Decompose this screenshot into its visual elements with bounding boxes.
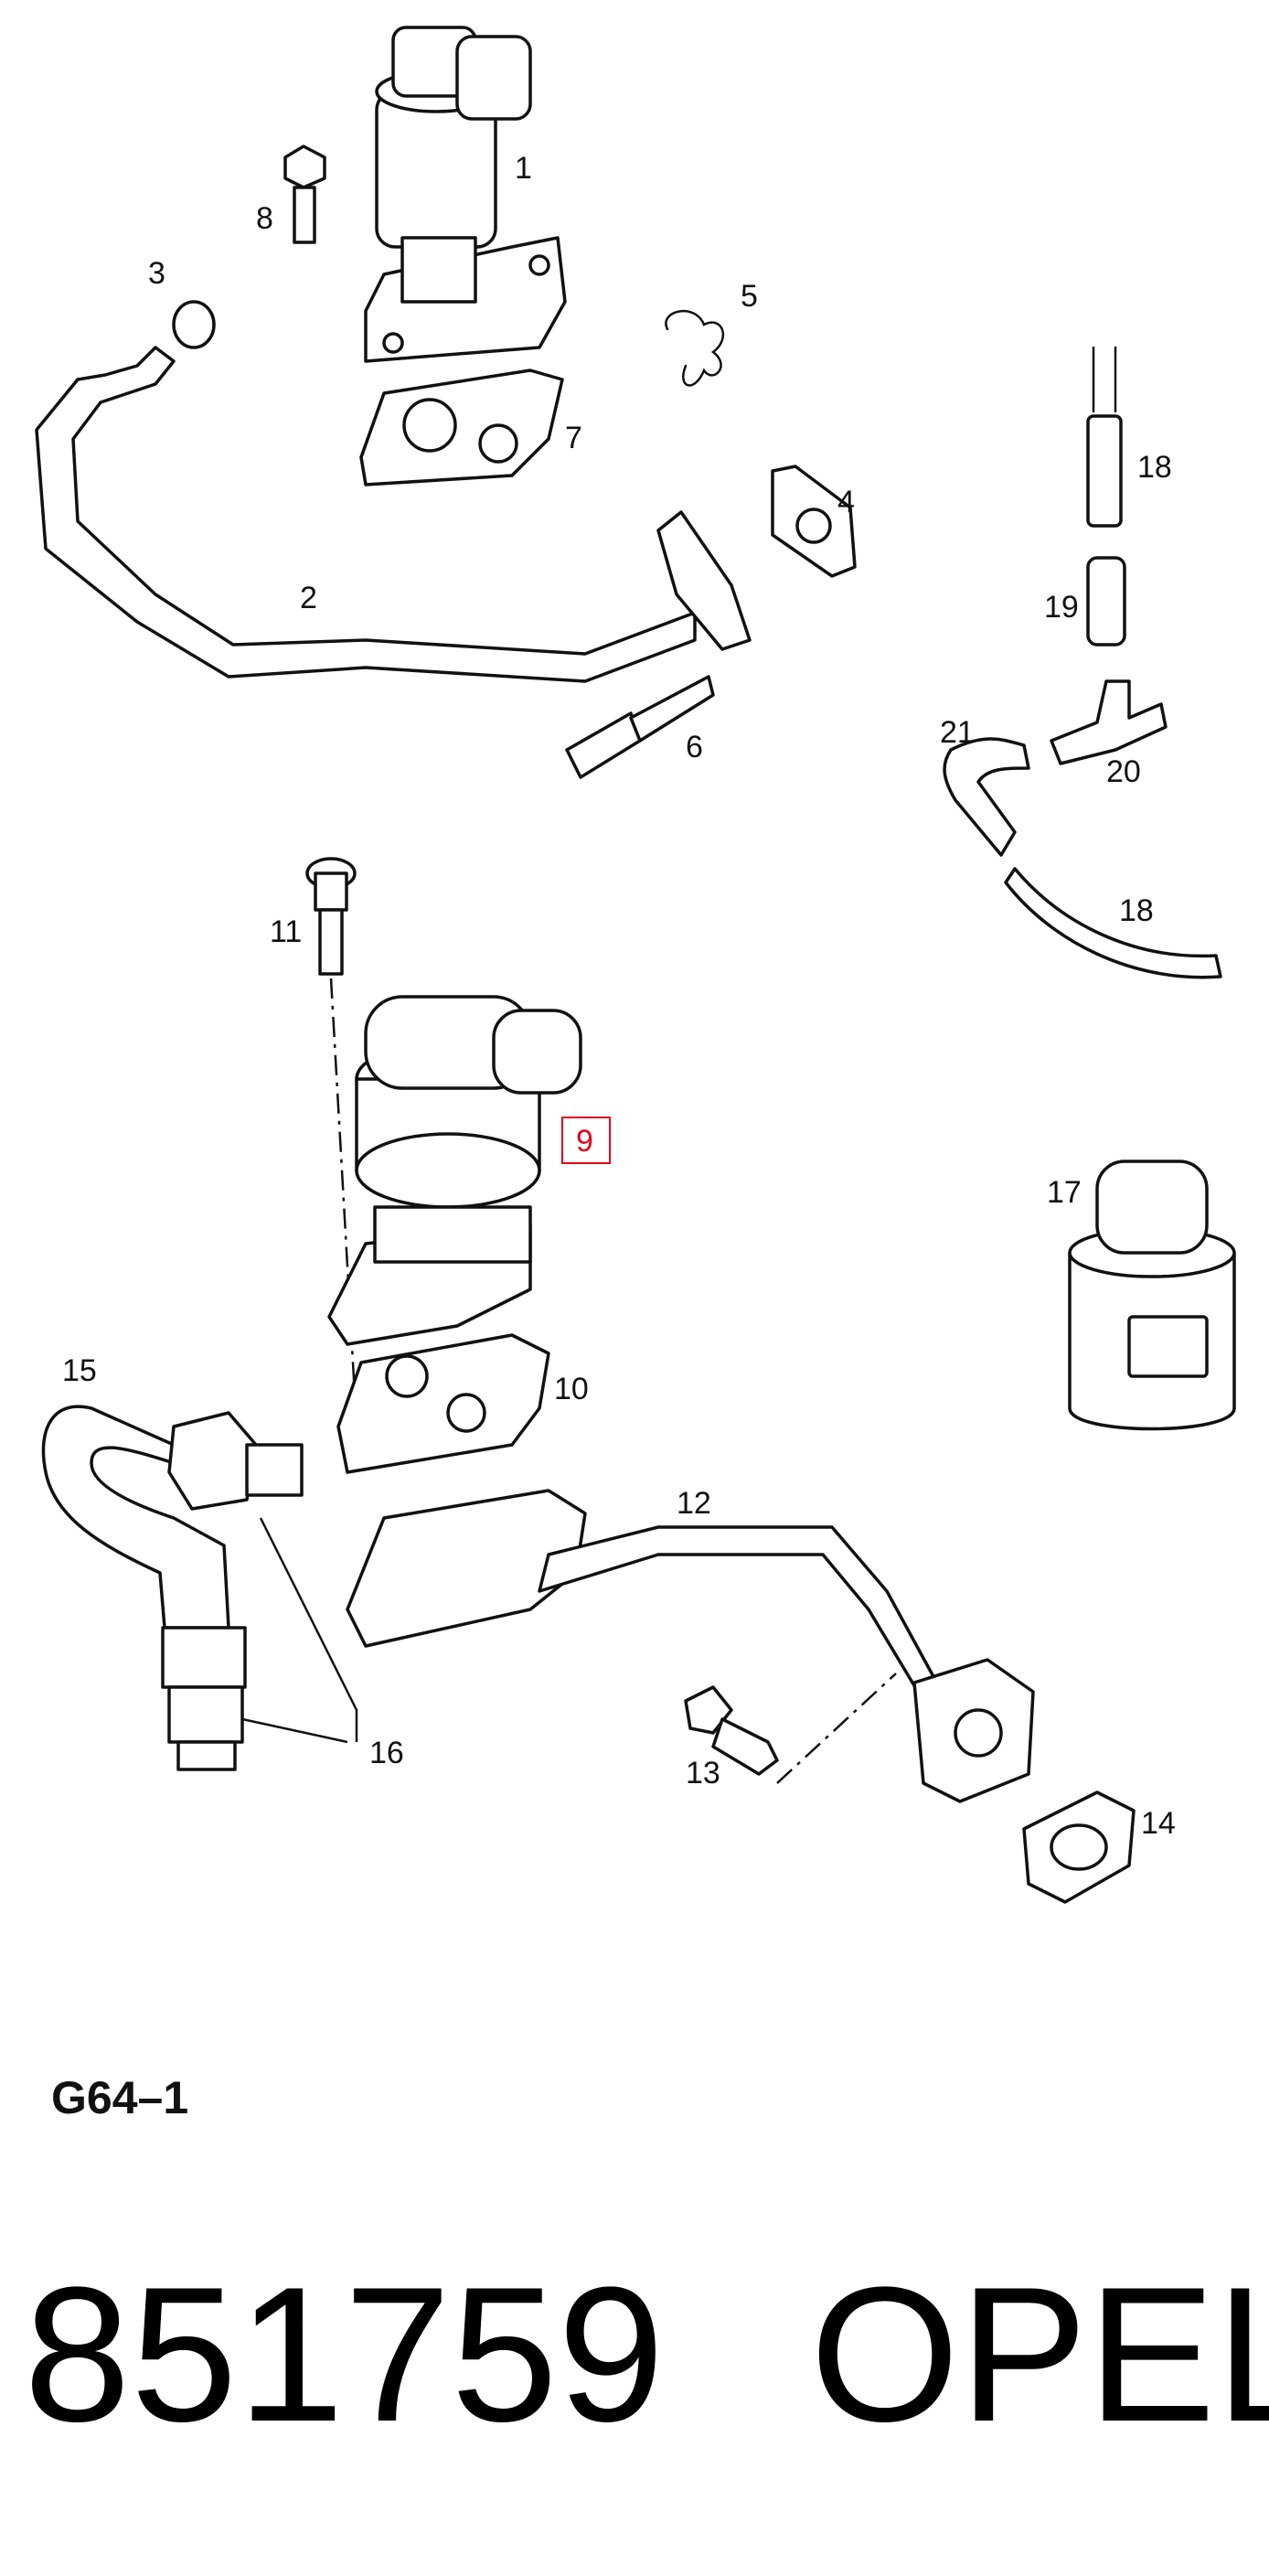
callout-8: 8	[256, 201, 273, 236]
part-egr-valve-top	[364, 26, 567, 363]
callout-18-bottom: 18	[1119, 893, 1154, 928]
part-fitting-16-upper	[167, 1411, 304, 1511]
callout-15: 15	[62, 1353, 97, 1388]
part-bolt-8	[283, 144, 326, 244]
callout-6: 6	[686, 730, 703, 764]
leader-dashed-13	[776, 1673, 897, 1784]
figure-code: G64–1	[51, 2072, 189, 2123]
part-egr-valve-9	[327, 995, 582, 1346]
part-t-connector-20	[1050, 679, 1168, 765]
part-gasket-14	[1022, 1790, 1136, 1904]
callout-19: 19	[1044, 590, 1079, 625]
part-number: 851759	[24, 2247, 665, 2462]
part-fitting-16-lower	[161, 1626, 247, 1771]
part-gasket-4	[771, 465, 857, 578]
callout-5: 5	[741, 279, 758, 314]
callout-12: 12	[677, 1486, 711, 1521]
callout-9: 9	[576, 1124, 593, 1159]
part-clip-5	[665, 309, 724, 387]
callout-13: 13	[686, 1756, 720, 1790]
part-gasket-10	[336, 1333, 550, 1474]
part-hose-18-top	[1086, 346, 1123, 528]
part-gasket-7	[359, 369, 564, 486]
callout-16: 16	[369, 1736, 404, 1770]
callout-11: 11	[270, 914, 302, 949]
part-bolt-13	[684, 1685, 779, 1776]
part-hose-18-bottom	[1004, 867, 1222, 979]
callout-17: 17	[1047, 1175, 1082, 1210]
part-elbow-hose-21	[943, 737, 1030, 857]
part-bottle-17	[1068, 1160, 1236, 1431]
callout-21: 21	[940, 715, 975, 750]
callout-14: 14	[1141, 1806, 1176, 1841]
brand-name: OPEL	[810, 2247, 1269, 2462]
part-o-ring-3	[172, 300, 216, 349]
callout-3: 3	[148, 256, 165, 291]
part-bolt-11	[305, 857, 357, 976]
callout-2: 2	[300, 581, 317, 615]
callout-7: 7	[565, 421, 582, 455]
callout-1: 1	[515, 151, 532, 186]
callout-20: 20	[1106, 754, 1141, 789]
part-tube-15	[41, 1405, 230, 1630]
part-pipe-2	[35, 346, 752, 683]
part-sleeve-19	[1086, 556, 1126, 647]
leader-16	[259, 1517, 358, 1742]
callout-9-highlight-box	[561, 1117, 611, 1164]
leader-16b	[241, 1717, 348, 1744]
callout-18-top: 18	[1137, 450, 1172, 485]
part-pipe-12	[346, 1489, 1035, 1803]
callout-10: 10	[554, 1372, 589, 1406]
callout-4: 4	[837, 485, 855, 519]
leader-dashed-11	[329, 978, 358, 1427]
part-stud-6	[565, 675, 715, 779]
